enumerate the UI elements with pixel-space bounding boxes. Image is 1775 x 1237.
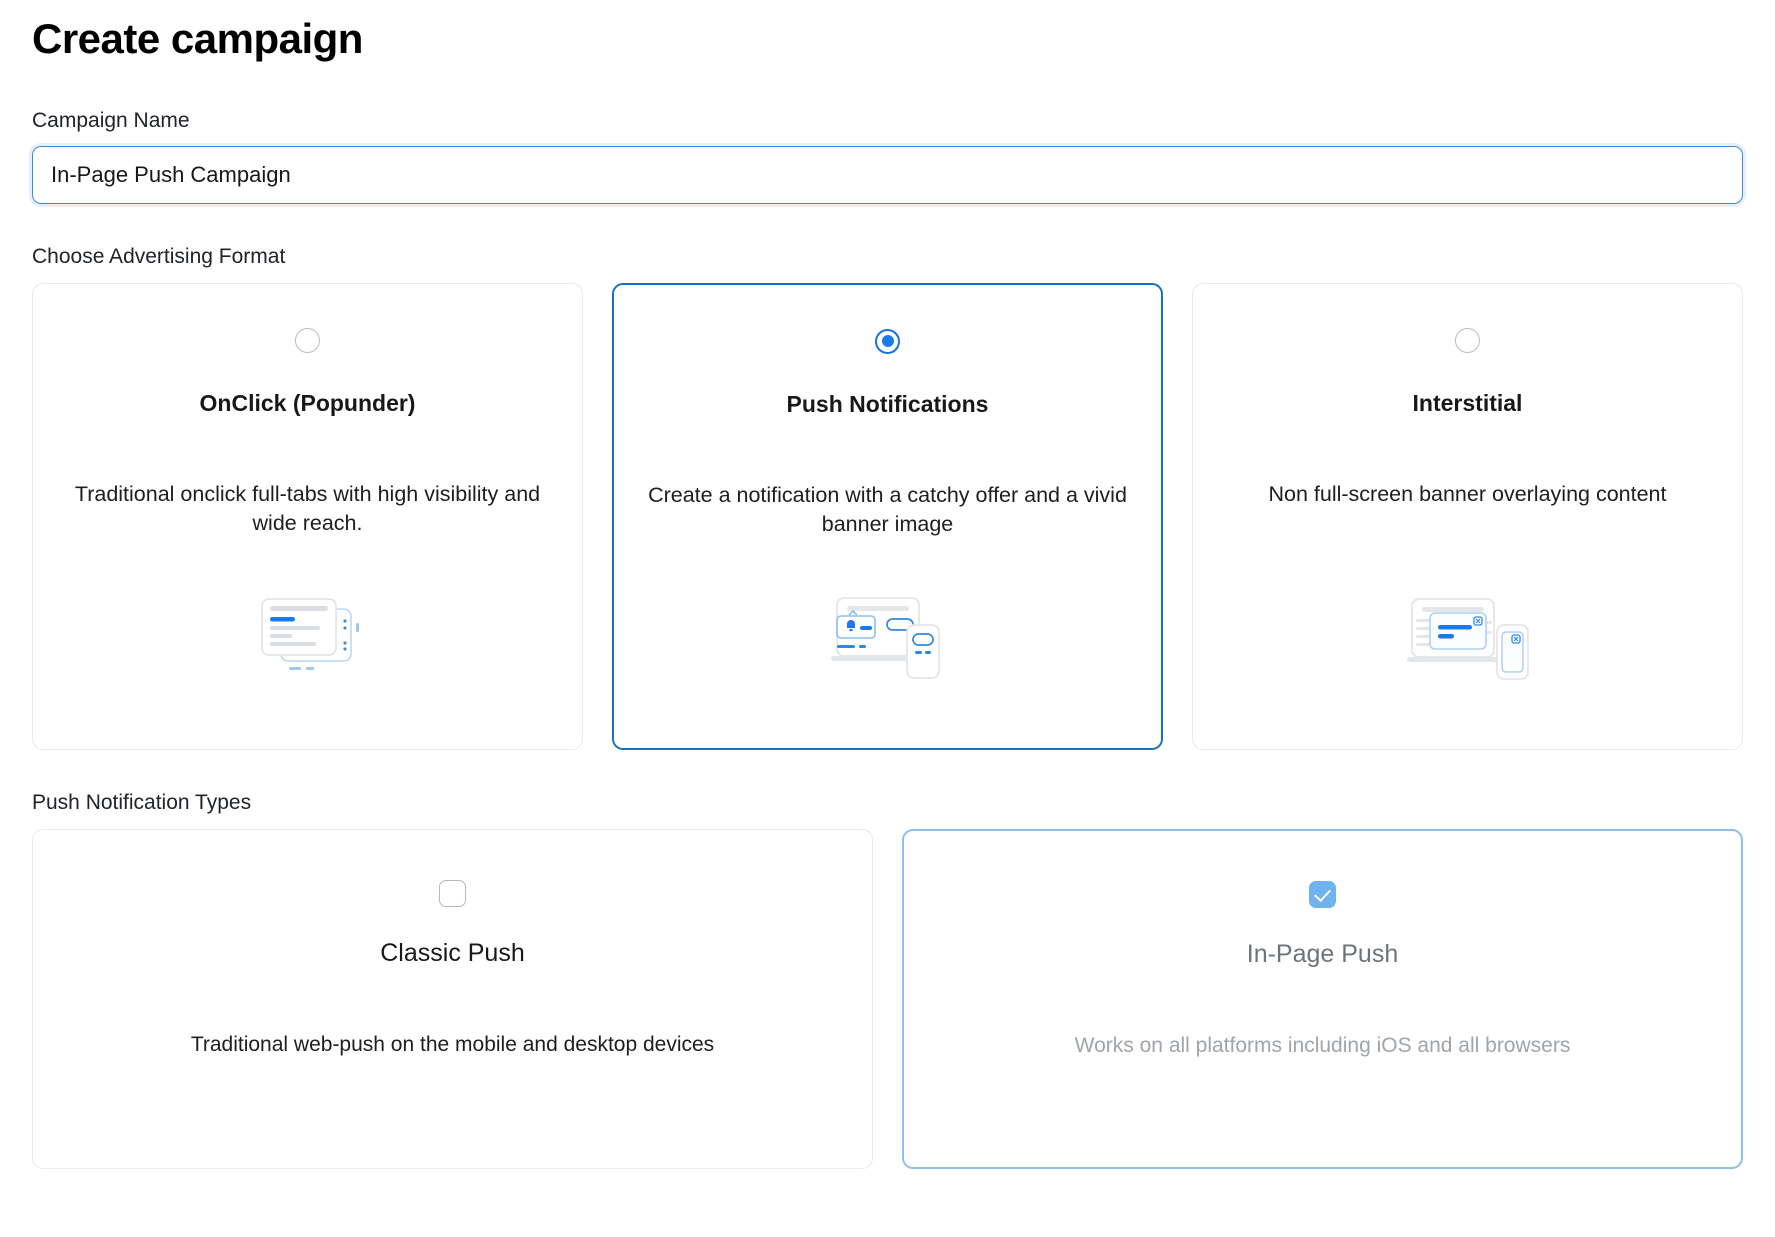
radio-icon-interstitial[interactable]	[1455, 327, 1480, 353]
advertising-format-options: OnClick (Popunder) Traditional onclick f…	[32, 282, 1743, 750]
format-description-interstitial: Non full-screen banner overlaying conten…	[1268, 481, 1667, 506]
create-campaign-page: Create campaign Campaign Name Choose Adv…	[0, 14, 1775, 1237]
laptop-phone-notification-icon	[825, 590, 950, 682]
page-title: Create campaign	[32, 15, 363, 62]
format-description-push-notifications: Create a notification with a catchy offe…	[648, 482, 1127, 536]
stacked-browser-windows-icon	[253, 591, 363, 683]
push-notification-types-label: Push Notification Types	[32, 790, 252, 814]
radio-icon-onclick[interactable]	[295, 327, 320, 353]
type-title-classic-push: Classic Push	[380, 938, 525, 967]
format-title-interstitial: Interstitial	[1412, 389, 1523, 416]
type-title-in-page-push: In-Page Push	[1246, 939, 1399, 968]
laptop-phone-overlay-icon	[1404, 591, 1532, 683]
format-description-onclick: Traditional onclick full-tabs with high …	[74, 481, 541, 535]
campaign-name-label: Campaign Name	[32, 109, 190, 133]
advertising-format-label: Choose Advertising Format	[32, 244, 286, 268]
type-description-classic-push: Traditional web-push on the mobile and d…	[190, 1032, 715, 1056]
push-notification-type-options: Classic Push Traditional web-push on the…	[32, 828, 1743, 1169]
format-title-push-notifications: Push Notifications	[786, 390, 989, 417]
type-card-in-page-push[interactable]: In-Page Push Works on all platforms incl…	[902, 828, 1743, 1169]
checkbox-icon-classic-push[interactable]	[439, 879, 466, 907]
format-card-push-notifications[interactable]: Push Notifications Create a notification…	[612, 282, 1163, 750]
format-title-onclick: OnClick (Popunder)	[199, 389, 416, 416]
format-card-interstitial[interactable]: Interstitial Non full-screen banner over…	[1192, 282, 1743, 750]
format-card-onclick[interactable]: OnClick (Popunder) Traditional onclick f…	[32, 282, 583, 750]
radio-icon-push-notifications[interactable]	[875, 328, 900, 354]
campaign-name-input[interactable]	[32, 145, 1743, 204]
type-description-in-page-push: Works on all platforms including iOS and…	[1074, 1033, 1571, 1057]
checkbox-icon-in-page-push[interactable]	[1309, 880, 1336, 908]
type-card-classic-push[interactable]: Classic Push Traditional web-push on the…	[32, 828, 873, 1169]
